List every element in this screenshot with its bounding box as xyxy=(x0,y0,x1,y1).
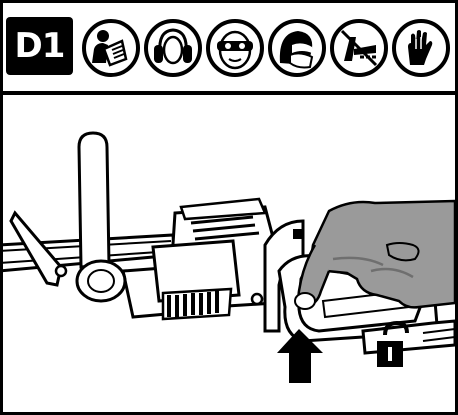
dust-mask-icon xyxy=(268,19,326,77)
gloves-icon xyxy=(392,19,450,77)
front-handle xyxy=(77,133,125,301)
panel-header: D1 xyxy=(3,3,455,95)
read-manual-icon xyxy=(82,19,140,77)
motor-housing xyxy=(153,199,275,319)
no-bystanders-icon xyxy=(330,19,388,77)
ear-protection-icon xyxy=(144,19,202,77)
step-badge: D1 xyxy=(6,17,73,75)
hand xyxy=(295,201,455,309)
trimmer-illustration xyxy=(3,95,455,412)
eye-protection-icon xyxy=(206,19,264,77)
